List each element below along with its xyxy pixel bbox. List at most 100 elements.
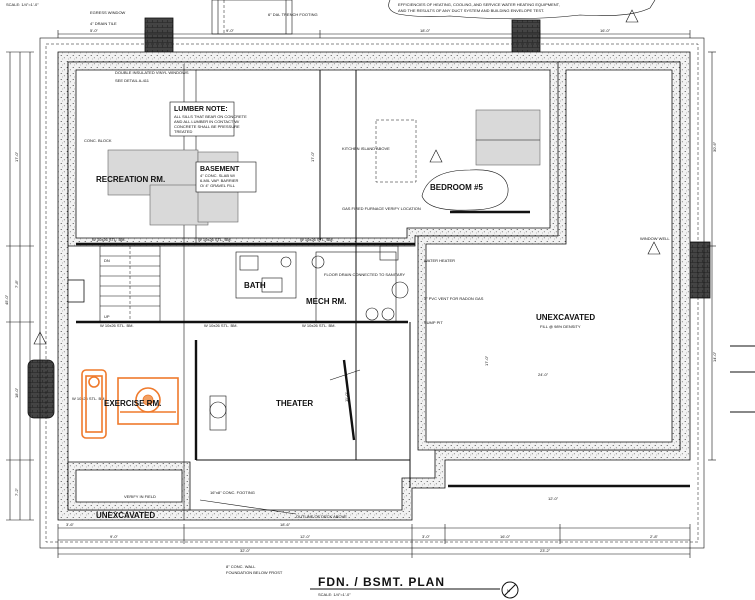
drawing-title-block: FDN. / BSMT. PLAN SCALE: 1/4"=1'-0" N xyxy=(310,575,519,599)
lumber-note-line: ALL SILLS THAT BEAR ON CONCRETE xyxy=(174,114,247,119)
beam-label-4: W 10x26 STL. BM. xyxy=(100,323,134,328)
north-label: N xyxy=(507,588,510,593)
basement-note-box: BASEMENT 4" CONC. SLAB W/ 6-MIL VAP. BAR… xyxy=(195,161,257,193)
conc-wall-note: 8" CONC. WALL xyxy=(226,564,256,569)
mech-room-label: MECH RM. xyxy=(306,297,346,306)
window-well-note: WINDOW WELL xyxy=(640,236,670,241)
theater-label: THEATER xyxy=(276,399,313,408)
steel-beams: W 10x26 STL. BM. W 10x26 STL. BM. W 10x2… xyxy=(72,64,415,520)
top-note-line1: EFFICIENCIES OF HEATING, COOLING, AND SE… xyxy=(398,2,560,7)
dimensions: 5'-0" 9'-0" 18'-0" 16'-0" 45'-0" 17'-0" … xyxy=(4,28,755,558)
footing-outline xyxy=(45,43,699,543)
dim-mid-2: 11'-0" xyxy=(344,392,349,402)
gas-furnace-note: GAS FIRED FURNACE VERIFY LOCATION xyxy=(342,206,421,211)
dim-bot-9: 2'-8" xyxy=(650,534,659,539)
dim-bot-2: 18'-6" xyxy=(280,522,291,527)
windows-note: DOUBLE INSULATED VINYL WINDOWS xyxy=(115,70,189,75)
trench-note: 6" DIA. TRENCH FOOTING xyxy=(268,12,318,17)
dim-top-left: 5'-0" xyxy=(90,28,99,33)
basement-note-line: 4" CONC. SLAB W/ xyxy=(200,173,236,178)
basement-note-line: 6-MIL VAP. BARRIER xyxy=(200,178,238,183)
dim-bot-1: 3'-6" xyxy=(66,522,75,527)
stair-up-label: UP xyxy=(104,314,110,319)
lumber-note-title: LUMBER NOTE: xyxy=(174,106,228,113)
dim-bot-3: 3'-0" xyxy=(422,534,431,539)
dim-left-3: 7'-8" xyxy=(14,279,19,288)
floor-drain-note: FLOOR DRAIN CONNECTED TO SANITARY xyxy=(324,272,405,277)
drawing-title: FDN. / BSMT. PLAN xyxy=(318,575,445,589)
revision-triangle-icon xyxy=(625,9,639,23)
unexcavated-right: UNEXCAVATED FILL @ 98% DENSITY xyxy=(448,313,690,488)
verify-note: VERIFY IN FIELD xyxy=(124,494,156,499)
corner-scale-note: SCALE: 1/4"=1'-0" xyxy=(6,2,39,7)
kitchen-note: KITCHEN ISLAND ABOVE xyxy=(342,146,390,151)
lumber-note-line: CONCRETE SHALL BE PRESSURE xyxy=(174,124,240,129)
top-note-line2: AND THE RESULTS OF ANY DUCT SYSTEM AND B… xyxy=(398,8,544,13)
left-wall-marker xyxy=(67,279,85,303)
dim-left-1: 45'-0" xyxy=(4,294,9,305)
radon-note: 3" PVC VENT FOR RADON GAS xyxy=(424,296,484,301)
exercise-room-label: EXERCISE RM. xyxy=(104,399,161,408)
dim-mid-1: 17'-0" xyxy=(310,151,315,162)
unexcavated-left-label: UNEXCAVATED xyxy=(96,511,155,520)
beam-label-3: W 10x26 STL. BM. xyxy=(300,237,334,242)
dim-top-mid1: 9'-0" xyxy=(226,28,235,33)
lumber-note-line: TREATED xyxy=(174,129,192,134)
beam-label-1: W 10x26 STL. BM. xyxy=(92,237,126,242)
frost-note: FOUNDATION BELOW FROST xyxy=(226,570,283,575)
warning-triangle-icon xyxy=(429,149,443,163)
dim-top-mid2: 18'-0" xyxy=(420,28,431,33)
dim-bot-6: 9'-0" xyxy=(110,534,119,539)
dim-right-1: 30'-6" xyxy=(712,141,717,152)
dim-left-4: 18'-0" xyxy=(14,387,19,398)
bedroom-5: BEDROOM #5 xyxy=(421,109,541,214)
beam-label-5: W 10x26 STL. BM. xyxy=(204,323,238,328)
exercise-room: EXERCISE RM. xyxy=(81,369,227,439)
kitchen-island-outline xyxy=(375,119,417,183)
dim-mid-4: 24'-0" xyxy=(538,372,549,377)
warning-triangle-icon xyxy=(647,241,661,255)
drain-tile-note: 4" DRAIN TILE xyxy=(90,21,117,26)
unexcavated-right-label: UNEXCAVATED xyxy=(536,313,595,322)
dim-bot-8: 16'-0" xyxy=(500,534,511,539)
dim-bot-4: 32'-0" xyxy=(240,548,251,553)
lumber-note-line: AND ALL LUMBER IN CONTACT W/ xyxy=(174,119,240,124)
dim-bot-5: 23'-2" xyxy=(540,548,551,553)
window-well-left xyxy=(27,359,55,419)
water-heater-note: WATER HEATER xyxy=(424,258,455,263)
outline-note: OUTLINE OF DECK ABOVE xyxy=(296,514,347,519)
north-arrow-pointer-icon xyxy=(503,583,517,597)
dim-bot-7: 12'-0" xyxy=(300,534,311,539)
dim-left-2: 17'-0" xyxy=(14,151,19,162)
basement-note-title: BASEMENT xyxy=(200,166,240,173)
dim-top-right: 16'-0" xyxy=(600,28,611,33)
beam-label-6: W 10x26 STL. BM. xyxy=(302,323,336,328)
basement-note-line: O/ 4" GRAVEL FILL xyxy=(200,183,236,188)
egress-note: EGRESS WINDOW xyxy=(90,10,126,15)
bath-label: BATH xyxy=(244,281,266,290)
dim-mid-3: 17'-0" xyxy=(484,355,489,366)
bath-room: BATH xyxy=(235,251,297,299)
beam-label-2: W 10x26 STL. BM. xyxy=(198,237,232,242)
bedroom-label: BEDROOM #5 xyxy=(430,183,483,192)
top-note-callout: EFFICIENCIES OF HEATING, COOLING, AND SE… xyxy=(388,0,656,23)
foundation-walls xyxy=(57,51,691,521)
dim-left-5: 7'-2" xyxy=(14,487,19,496)
drawing-scale: SCALE: 1/4"=1'-0" xyxy=(318,592,351,597)
see-detail-note: SEE DETAIL A-411 xyxy=(115,78,150,83)
stair-down-label: DN xyxy=(104,258,110,263)
sump-note: SUMP PIT xyxy=(424,320,443,325)
top-left-notes: EGRESS WINDOW 4" DRAIN TILE DOUBLE INSUL… xyxy=(6,2,318,83)
dim-side-a: 12'-0" xyxy=(548,496,559,501)
exterior-stair-top xyxy=(211,0,293,35)
theater-room: THEATER xyxy=(194,322,411,488)
footing-note: 16"x8" CONC. FOOTING xyxy=(210,490,255,495)
recreation-room-label: RECREATION RM. xyxy=(96,175,165,184)
warning-triangle-icon xyxy=(33,331,47,345)
interior-stair: DN UP xyxy=(99,245,161,323)
lumber-note-box: LUMBER NOTE: ALL SILLS THAT BEAR ON CONC… xyxy=(169,101,247,137)
conc-block-note: CONC. BLOCK xyxy=(84,138,112,143)
dim-right-2: 14'-0" xyxy=(712,351,717,362)
unexcavated-right-sub: FILL @ 98% DENSITY xyxy=(540,324,581,329)
